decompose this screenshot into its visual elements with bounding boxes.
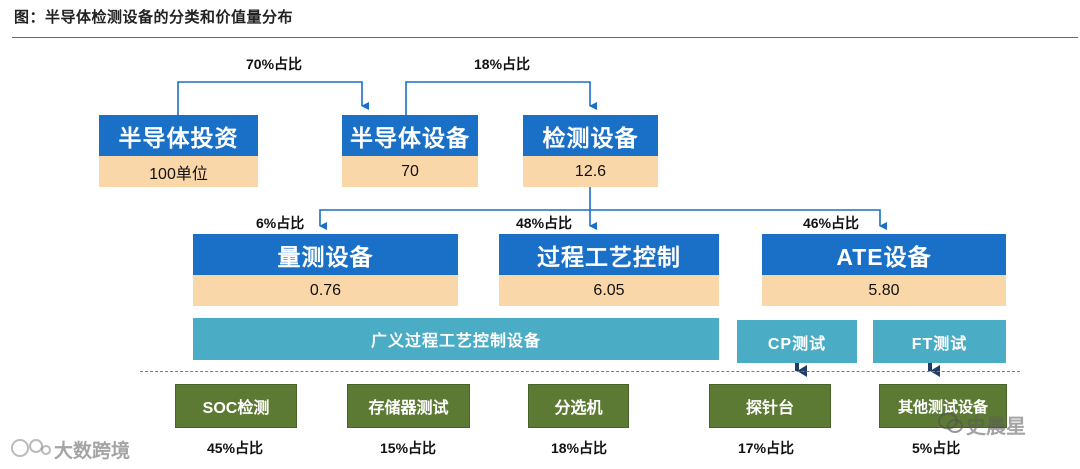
node-process-control: 过程工艺控制 [499, 234, 719, 275]
box-handler: 分选机 [528, 384, 629, 428]
box-soc-test: SOC检测 [175, 384, 297, 428]
pct-48-label: 48%占比 [516, 215, 573, 231]
pct-17-label: 17%占比 [738, 440, 795, 456]
node-ate-equipment: ATE设备 [762, 234, 1006, 275]
pct-18b-label: 18%占比 [551, 440, 608, 456]
node-inspection-equipment-value: 12.6 [523, 156, 658, 187]
node-semiconductor-equipment-value: 70 [342, 156, 478, 187]
title-divider [12, 37, 1078, 38]
pct-46-label: 46%占比 [803, 215, 860, 231]
box-memory-test: 存储器测试 [347, 384, 470, 428]
pct-18-label: 18%占比 [474, 56, 531, 72]
connector-70 [177, 81, 369, 115]
watermark-left: 大数跨境 [54, 441, 131, 462]
pct-70-label: 70%占比 [246, 56, 303, 72]
node-process-control-value: 6.05 [499, 275, 719, 306]
dashed-separator [140, 371, 1020, 372]
ft-test-box: FT测试 [873, 320, 1006, 363]
node-semiconductor-investment-value: 100单位 [99, 156, 258, 187]
watermark-right: 史晨星 [966, 416, 1026, 438]
node-metrology-equipment: 量测设备 [193, 234, 458, 275]
node-semiconductor-investment: 半导体投资 [99, 115, 258, 156]
pct-6-label: 6%占比 [256, 215, 305, 231]
pct-5-label: 5%占比 [912, 440, 961, 456]
node-inspection-equipment: 检测设备 [523, 115, 658, 156]
pct-15-label: 15%占比 [380, 440, 437, 456]
connector-18 [405, 81, 597, 115]
connector-branch-right [590, 209, 887, 230]
node-ate-equipment-value: 5.80 [762, 275, 1006, 306]
connector-branch-left [319, 209, 590, 230]
watermark-logo-icon [8, 436, 52, 460]
figure-title: 图：半导体检测设备的分类和价值量分布 [14, 9, 294, 26]
box-prober: 探针台 [709, 384, 831, 428]
node-semiconductor-equipment: 半导体设备 [342, 115, 478, 156]
wide-process-control-bar: 广义过程工艺控制设备 [193, 318, 719, 360]
wechat-icon [938, 412, 964, 434]
node-metrology-equipment-value: 0.76 [193, 275, 458, 306]
cp-test-box: CP测试 [737, 320, 857, 363]
pct-45-label: 45%占比 [207, 440, 264, 456]
